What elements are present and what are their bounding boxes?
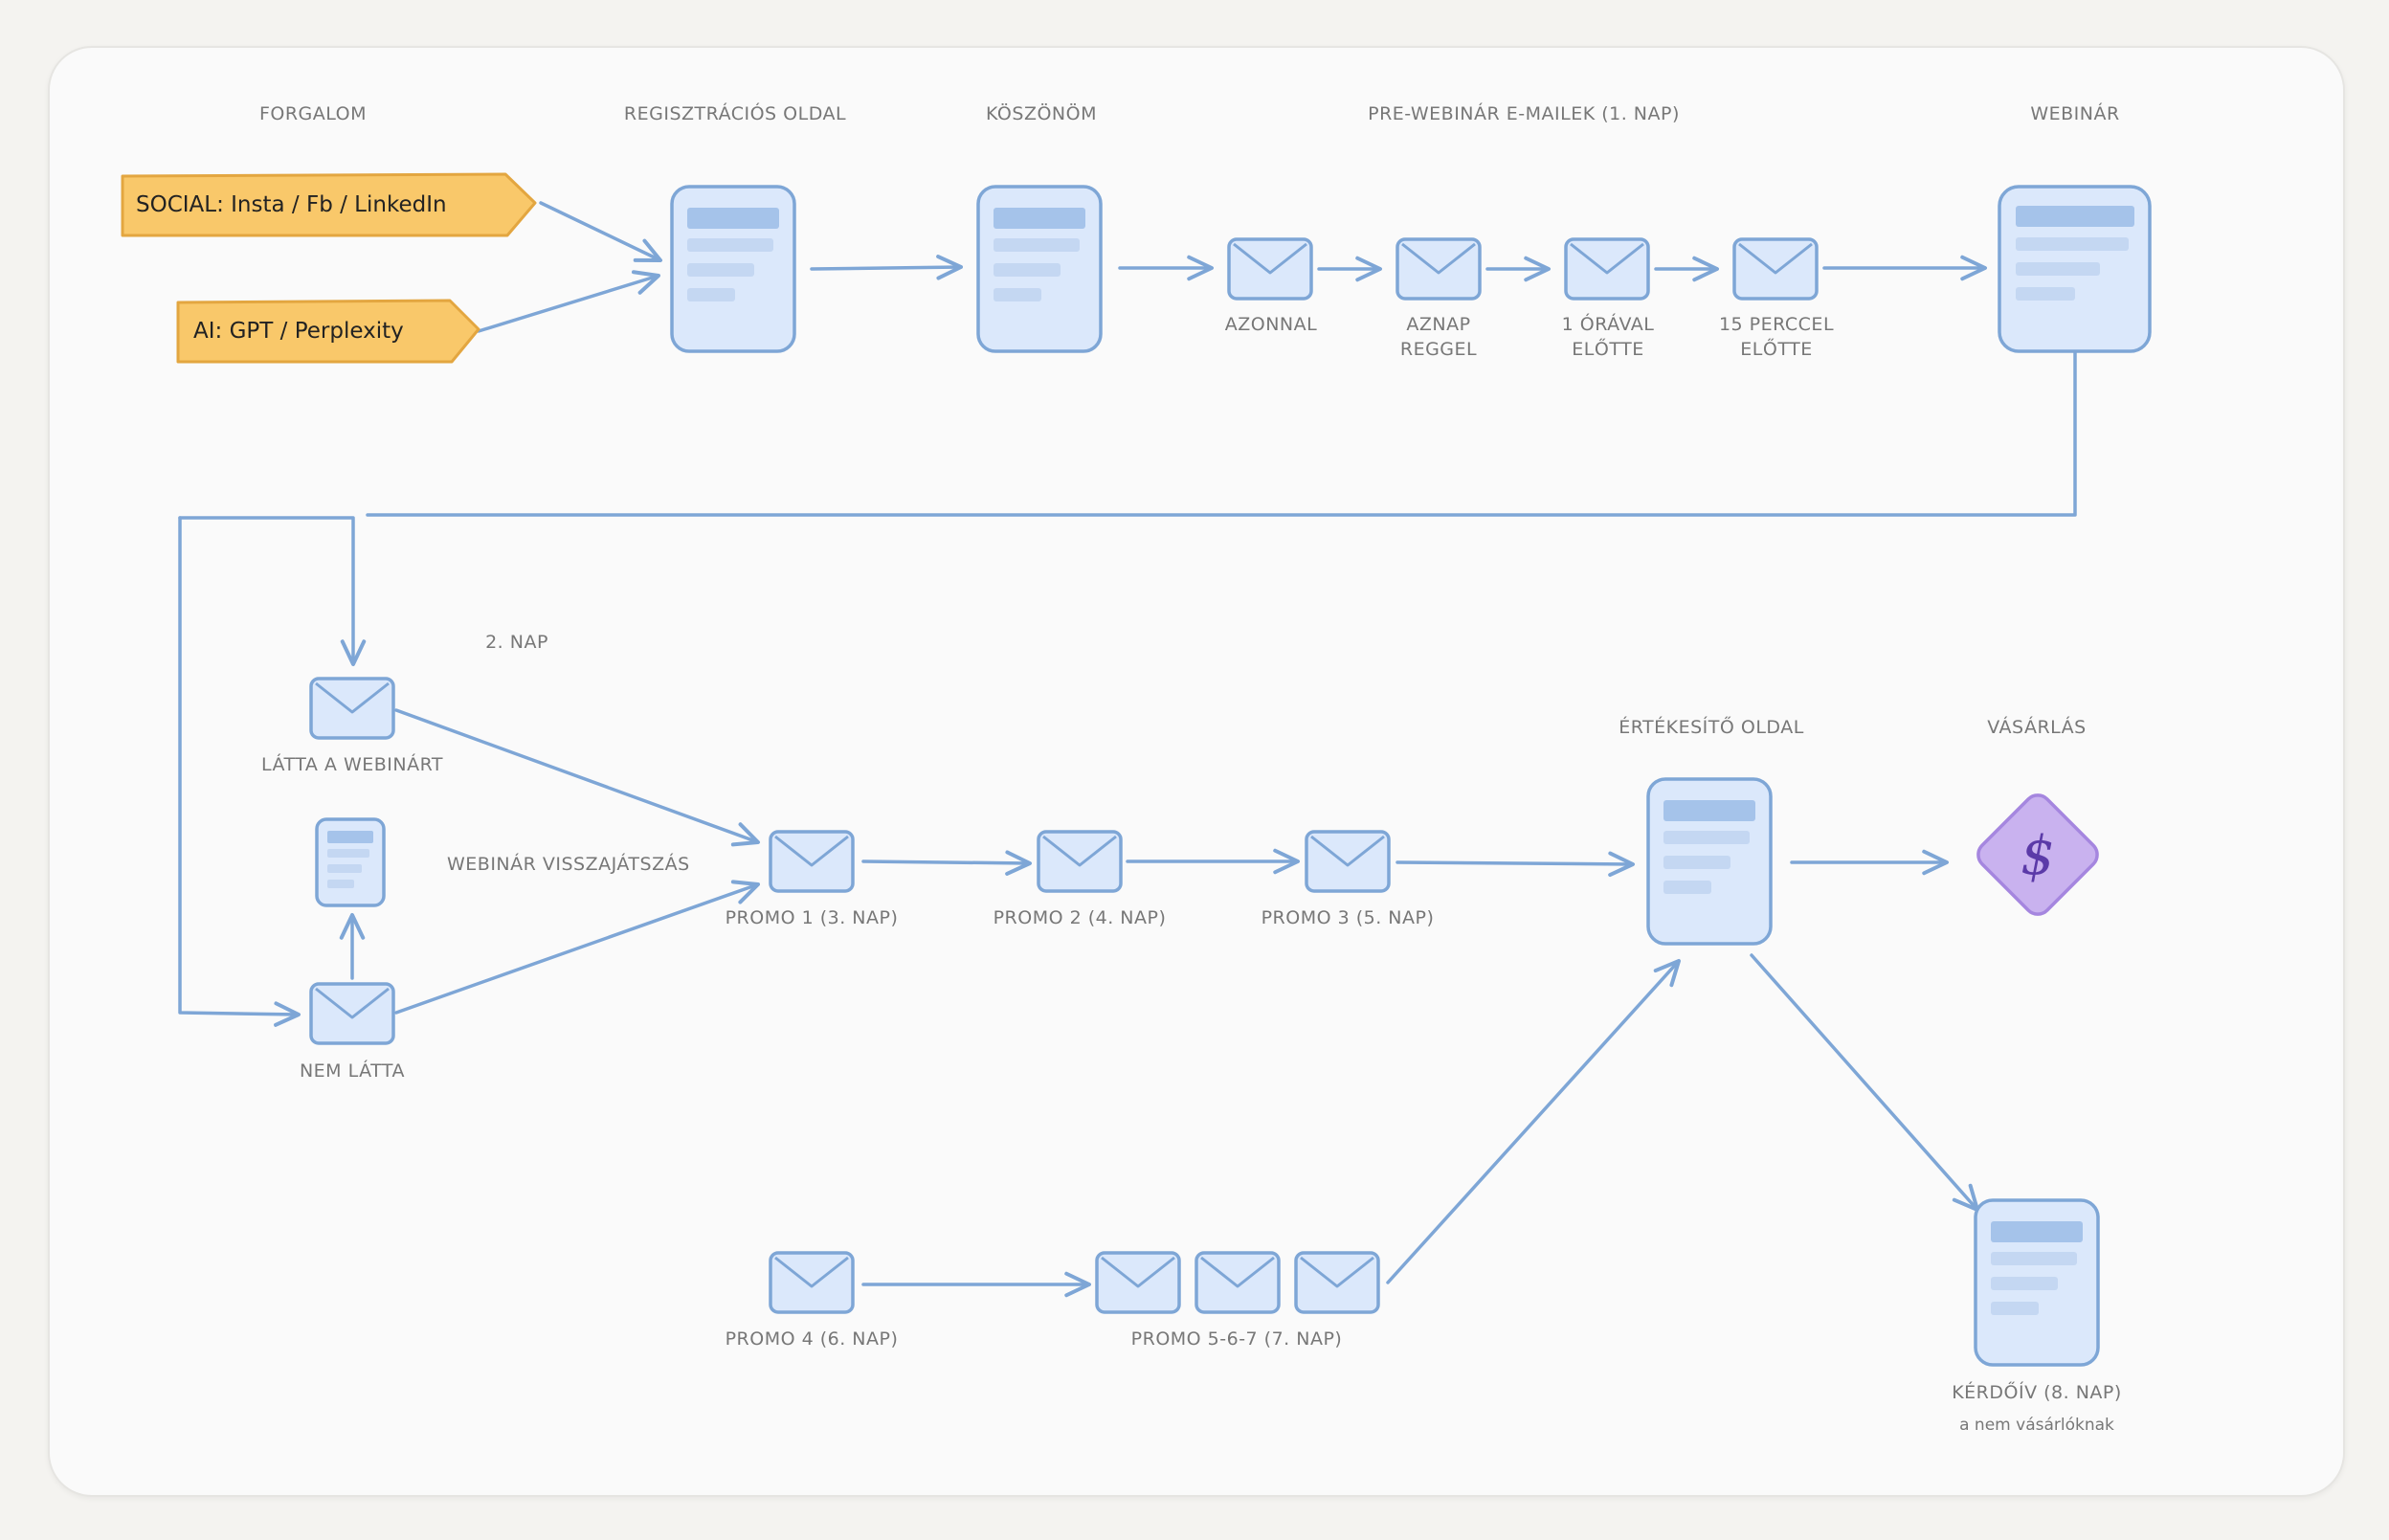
edge-not-saw-to-promo1: [394, 880, 760, 1015]
dollar-sign: $: [2021, 825, 2055, 887]
header-sales-page: ÉRTÉKESÍTŐ OLDAL: [1619, 715, 1804, 738]
social-traffic-label: SOCIAL: Insta / Fb / LinkedIn: [136, 192, 447, 217]
label-promo4: PROMO 4 (6. NAP): [726, 1328, 899, 1350]
edge-webinar-return-line: [366, 350, 2077, 517]
email-15-min-icon: [1732, 237, 1819, 301]
label-1-hour-before: ELŐTTE: [1572, 337, 1643, 360]
replay-page-icon: [315, 817, 386, 907]
edge-promo1-to-promo2: [861, 850, 1032, 876]
label-1-hour: 1 ÓRÁVAL: [1562, 312, 1655, 335]
label-15-min: 15 PERCCEL: [1719, 314, 1834, 335]
label-survey: KÉRDŐÍV (8. NAP): [1952, 1380, 2122, 1403]
edge-registration-to-thanks: [810, 255, 963, 280]
label-not-saw: NEM LÁTTA: [300, 1060, 405, 1082]
email-promo1-icon: [769, 830, 855, 893]
header-thanks: KÖSZÖNÖM: [986, 102, 1097, 124]
header-registration: REGISZTRÁCIÓS OLDAL: [624, 101, 846, 124]
label-same-day: AZNAP: [1406, 314, 1470, 335]
header-forgalom: FORGALOM: [259, 103, 367, 124]
email-promo4-icon: [769, 1251, 855, 1314]
edge-promo3-to-sales: [1395, 851, 1635, 878]
thanks-page-icon: [976, 185, 1103, 353]
email-morning-icon: [1395, 237, 1482, 301]
label-day2: 2. NAP: [485, 632, 548, 653]
email-1-hour-icon: [1564, 237, 1650, 301]
edge-ai-to-registration: [477, 270, 660, 333]
label-promo1: PROMO 1 (3. NAP): [726, 907, 899, 928]
email-immediate-icon: [1227, 237, 1313, 301]
header-pre-emails: PRE-WEBINÁR E-MAILEK (1. NAP): [1368, 102, 1680, 124]
label-immediate: AZONNAL: [1225, 314, 1317, 335]
webinar-page-icon: [1998, 185, 2152, 353]
connectors: [178, 201, 2077, 1298]
label-webinar-replay: WEBINÁR VISSZAJÁTSZÁS: [447, 853, 690, 875]
email-saw-webinar-icon: [309, 677, 395, 740]
edge-to-not-saw: [178, 516, 301, 1027]
label-promo567: PROMO 5-6-7 (7. NAP): [1131, 1328, 1343, 1350]
sales-page-icon: [1646, 777, 1773, 946]
header-webinar: WEBINÁR: [2030, 102, 2119, 124]
edge-saw-to-promo1: [394, 708, 760, 847]
social-traffic-tag: SOCIAL: Insta / Fb / LinkedIn: [121, 172, 537, 237]
survey-page-icon: [1974, 1198, 2100, 1367]
email-promo7-icon: [1294, 1251, 1380, 1314]
purchase-dollar-icon: $: [1976, 793, 2099, 916]
email-not-saw-icon: [309, 982, 395, 1045]
edge-promo567-to-sales: [1386, 959, 1681, 1284]
email-promo2-icon: [1037, 830, 1123, 893]
edge-to-saw-webinar: [178, 516, 367, 666]
header-purchase: VÁSÁRLÁS: [1987, 716, 2086, 738]
label-survey-subtitle: a nem vásárlóknak: [1959, 1416, 2114, 1435]
registration-page-icon: [670, 185, 796, 353]
canvas-card: [48, 46, 2345, 1497]
ai-traffic-label: AI: GPT / Perplexity: [193, 319, 404, 344]
email-promo6-icon: [1194, 1251, 1281, 1314]
label-morning: REGGEL: [1400, 339, 1477, 360]
label-saw-webinar: LÁTTA A WEBINÁRT: [261, 753, 443, 775]
email-promo3-icon: [1305, 830, 1391, 893]
edge-sales-to-survey: [1750, 953, 1979, 1212]
label-promo3: PROMO 3 (5. NAP): [1261, 907, 1435, 928]
email-promo5-icon: [1095, 1251, 1181, 1314]
edge-social-to-registration: [539, 201, 662, 262]
label-promo2: PROMO 2 (4. NAP): [994, 907, 1167, 928]
label-15-min-before: ELŐTTE: [1740, 337, 1812, 360]
ai-traffic-tag: AI: GPT / Perplexity: [176, 299, 480, 364]
